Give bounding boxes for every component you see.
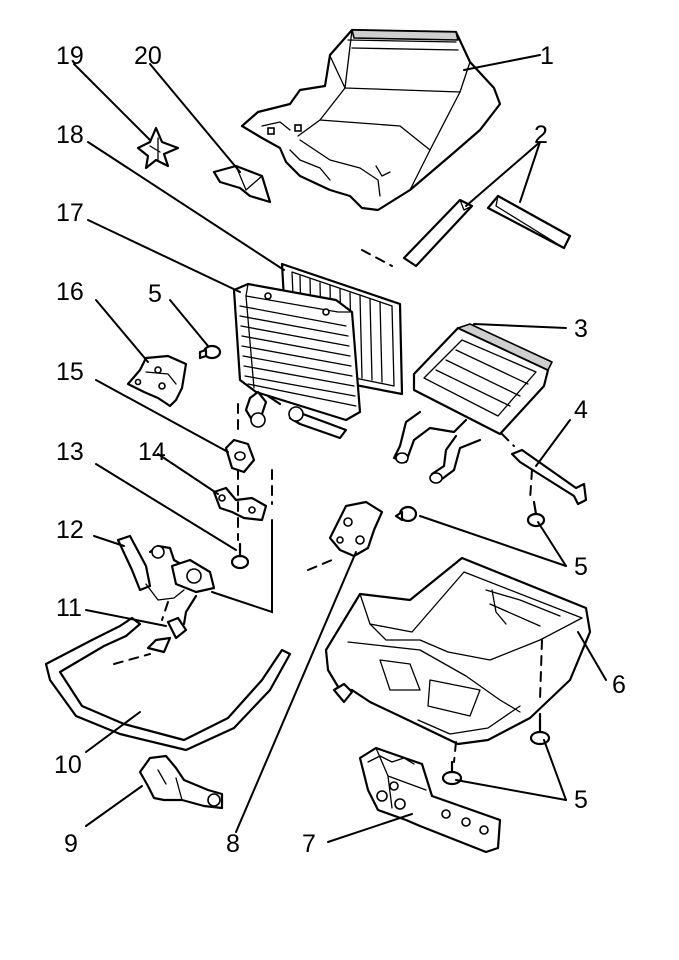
seal-strips-part-2 <box>402 194 572 268</box>
callout-labels: 1 2 3 4 5 5 5 6 7 8 9 10 11 12 13 14 15 … <box>54 42 626 858</box>
mounting-bracket-part-7 <box>358 746 502 854</box>
clamp-part-15 <box>224 438 256 474</box>
cross-clip-part-19 <box>136 126 180 170</box>
assembly-lines <box>113 249 543 763</box>
evaporator-core-part-17 <box>232 282 362 440</box>
expansion-valve-part-12 <box>116 534 216 626</box>
clip-part-20 <box>212 164 272 204</box>
callout-7: 7 <box>302 830 316 858</box>
bracket-part-14 <box>212 486 268 522</box>
callout-12: 12 <box>56 516 84 544</box>
bracket-part-8 <box>328 500 384 558</box>
drain-elbow-part-9 <box>138 754 224 810</box>
screw-part-5-mid <box>394 505 418 523</box>
callout-5-bottom: 5 <box>574 786 588 814</box>
callout-6: 6 <box>612 671 626 699</box>
callout-17: 17 <box>56 199 84 227</box>
screw-part-5-right <box>526 500 546 528</box>
callout-3: 3 <box>574 315 588 343</box>
callout-13: 13 <box>56 438 84 466</box>
callout-14: 14 <box>138 438 166 466</box>
lower-case-part-6 <box>324 556 592 746</box>
upper-case-part-1 <box>240 28 502 212</box>
callout-11: 11 <box>56 594 82 622</box>
callout-15: 15 <box>56 358 84 386</box>
callout-8: 8 <box>226 830 240 858</box>
callout-10: 10 <box>54 751 82 779</box>
leader-lines <box>73 54 607 843</box>
callout-4: 4 <box>574 396 588 424</box>
heater-core-part-3 <box>392 323 553 484</box>
callout-5-upper: 5 <box>148 280 162 308</box>
callout-20: 20 <box>134 42 162 70</box>
hose-part-11 <box>146 616 188 654</box>
bracket-part-16 <box>126 354 188 408</box>
callout-19: 19 <box>56 42 84 70</box>
rod-part-4 <box>510 448 588 506</box>
callout-16: 16 <box>56 278 84 306</box>
screw-part-5-bottom-a <box>529 712 551 746</box>
callout-9: 9 <box>64 830 78 858</box>
callout-5-mid: 5 <box>574 553 588 581</box>
callout-1: 1 <box>540 42 554 70</box>
callout-18: 18 <box>56 121 84 149</box>
screw-part-13 <box>230 542 250 570</box>
callout-2: 2 <box>534 121 548 149</box>
screw-part-5-upper <box>198 344 222 360</box>
